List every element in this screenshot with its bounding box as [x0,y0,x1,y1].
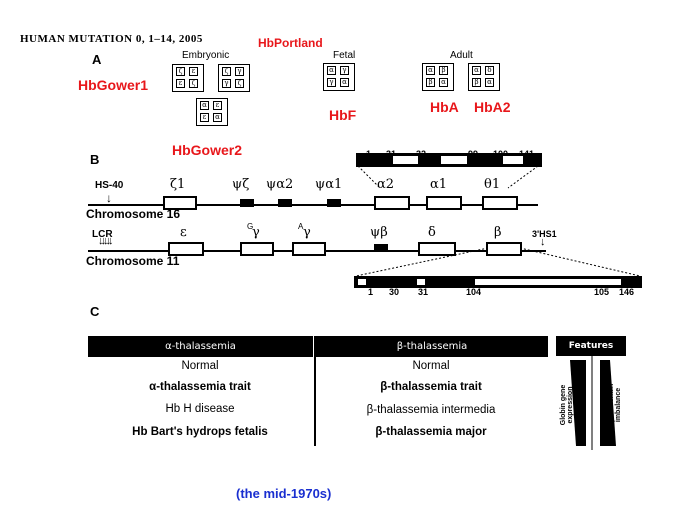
hb-portland-label: HbPortland [258,36,323,50]
section-c-label: C [90,304,100,319]
hs40-label: HS-40 [95,180,124,191]
gene-a-gamma-sup: A [298,222,304,231]
beta-thal-header: β-thalassemia [316,336,548,357]
beta-scale-1: 1 [368,287,374,297]
hbf-label: HbF [329,107,357,123]
gene-box-alpha2 [374,196,410,210]
gene-box-psi-zeta [240,199,254,207]
alpha-row-barts: Hb Bart's hydrops fetalis [132,426,268,438]
features-header: Features [556,336,626,357]
chrom11-label: Chromosome 11 [86,254,180,268]
hba-label: HbA [430,99,459,115]
gene-psi-beta: ψβ [370,225,388,240]
gene-box-theta1 [482,196,518,210]
section-a-label: A [92,52,102,67]
adult-label: Adult [450,50,473,61]
features-wedge [556,356,626,450]
alpha-thal-header: α-thalassemia [88,336,313,357]
beta-row-intermedia: β-thalassemia intermedia [366,404,496,416]
section-b-label: B [90,152,100,167]
beta-row-trait: β-thalassemia trait [380,381,482,393]
feature-chain-imbalance: Globin chain imbalance [608,383,622,427]
lcr-arrows-icon: ↓↓↓↓↓ [98,235,113,247]
gene-delta: δ [428,225,436,240]
gene-box-g-gamma [240,242,274,256]
chrom16-line [88,204,538,206]
hb-gower1-label: HbGower1 [78,77,149,93]
gene-alpha1: α1 [430,177,448,192]
hba2-label: HbA2 [474,99,511,115]
gene-box-epsilon [168,242,204,256]
hs1-arrow-icon: ↓ [540,236,546,248]
embryonic-label: Embryonic [182,50,230,61]
gene-box-psi-beta [374,244,388,252]
hs40-arrow-icon: ↓ [106,191,112,205]
feature-gene-expression: Globin gene expression [560,384,574,426]
gene-psi-alpha1: ψα1 [315,177,343,192]
beta-exon-bar [354,276,642,288]
table-divider [314,336,316,446]
gene-box-delta [418,242,456,256]
beta-scale-146: 146 [619,287,635,297]
gene-a-gamma: γ [303,225,311,240]
gene-g-gamma-sup: G [247,222,254,231]
alpha-row-trait: α-thalassemia trait [149,381,251,393]
gene-alpha2: α2 [377,177,395,192]
beta-row-major: β-thalassemia major [375,426,487,438]
gene-psi-zeta: ψζ [232,177,250,192]
lcr-label: LCR [92,229,113,240]
gene-theta1: θ1 [484,177,501,192]
beta-scale-31: 31 [418,287,429,297]
alpha-row-normal: Normal [181,360,219,372]
journal-header: HUMAN MUTATION 0, 1–14, 2005 [20,33,203,45]
fetal-label: Fetal [333,50,356,61]
hs1-label: 3'HS1 [532,229,557,239]
gene-g-gamma: γ [252,225,260,240]
gene-box-beta [486,242,522,256]
gene-epsilon: ε [180,225,187,240]
gene-box-zeta1 [163,196,197,210]
beta-scale-30: 30 [389,287,400,297]
footer-caption: (the mid-1970s) [236,486,332,501]
gene-box-alpha1 [426,196,462,210]
beta-row-normal: Normal [412,360,450,372]
alpha-exon-bar [356,153,542,167]
hb-gower2-label: HbGower2 [172,142,243,158]
gene-zeta1: ζ1 [170,177,186,192]
gene-psi-alpha2: ψα2 [266,177,294,192]
gene-box-psi-alpha2 [278,199,292,207]
chrom16-label: Chromosome 16 [86,207,181,221]
gene-box-psi-alpha1 [327,199,341,207]
beta-scale-105: 105 [594,287,610,297]
beta-scale-104: 104 [466,287,482,297]
alpha-row-hbh: Hb H disease [165,403,235,415]
gene-box-a-gamma [292,242,326,256]
gene-beta: β [494,225,502,240]
